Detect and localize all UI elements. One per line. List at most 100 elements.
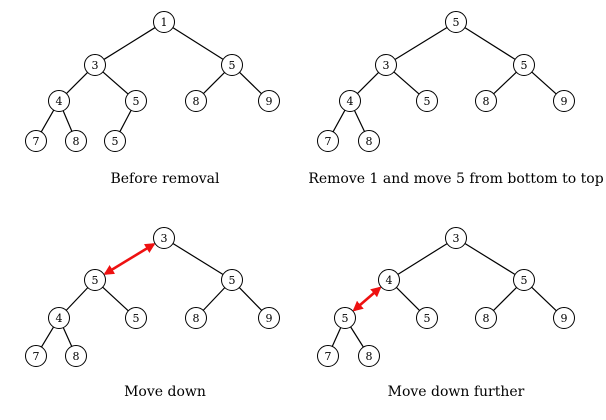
tree-edge bbox=[172, 243, 224, 275]
node-circle bbox=[258, 90, 280, 112]
heap-node: 7 bbox=[25, 345, 47, 367]
heap-node: 3 bbox=[153, 227, 175, 249]
node-value: 5 bbox=[133, 312, 140, 325]
node-circle bbox=[153, 11, 175, 33]
node-circle bbox=[375, 54, 397, 76]
node-circle bbox=[317, 345, 339, 367]
node-circle bbox=[553, 90, 575, 112]
heap-node: 3 bbox=[84, 54, 106, 76]
heap-node: 9 bbox=[258, 90, 280, 112]
heap-node: 5 bbox=[334, 307, 356, 329]
node-value: 4 bbox=[386, 274, 393, 287]
heap-node: 5 bbox=[513, 269, 535, 291]
node-value: 5 bbox=[229, 59, 236, 72]
heap-node: 5 bbox=[104, 130, 126, 152]
node-value: 9 bbox=[266, 95, 273, 108]
node-value: 4 bbox=[56, 312, 63, 325]
node-value: 7 bbox=[325, 135, 332, 148]
node-circle bbox=[416, 90, 438, 112]
heap-node: 5 bbox=[513, 54, 535, 76]
node-value: 5 bbox=[521, 59, 528, 72]
tree-edge bbox=[394, 26, 448, 61]
node-circle bbox=[221, 54, 243, 76]
tree-edge bbox=[332, 109, 346, 133]
heap-node: 5 bbox=[125, 307, 147, 329]
heap-node: 8 bbox=[475, 307, 497, 329]
tree-edge bbox=[119, 110, 132, 132]
heap-node: 8 bbox=[358, 345, 380, 367]
node-value: 5 bbox=[229, 274, 236, 287]
heap-node: 5 bbox=[221, 269, 243, 291]
node-circle bbox=[317, 130, 339, 152]
panel-caption: Remove 1 and move 5 from bottom to top bbox=[308, 171, 603, 187]
heap-node: 7 bbox=[25, 130, 47, 152]
node-circle bbox=[475, 307, 497, 329]
tree-edge bbox=[493, 71, 517, 95]
node-circle bbox=[185, 307, 207, 329]
node-value: 5 bbox=[424, 95, 431, 108]
tree-edge bbox=[66, 72, 88, 94]
node-value: 8 bbox=[193, 95, 200, 108]
node-circle bbox=[445, 11, 467, 33]
swap-arrow bbox=[103, 243, 156, 275]
heap-node: 8 bbox=[475, 90, 497, 112]
heap-node: 4 bbox=[378, 269, 400, 291]
node-circle bbox=[258, 307, 280, 329]
tree-edge bbox=[531, 286, 557, 312]
heap-node: 8 bbox=[65, 130, 87, 152]
node-circle bbox=[125, 307, 147, 329]
node-circle bbox=[48, 90, 70, 112]
heap-node: 7 bbox=[317, 130, 339, 152]
heap-node: 9 bbox=[258, 307, 280, 329]
heap-node: 4 bbox=[339, 90, 361, 112]
tree-edge bbox=[464, 243, 516, 275]
node-circle bbox=[25, 345, 47, 367]
node-value: 3 bbox=[161, 232, 168, 245]
node-value: 8 bbox=[366, 350, 373, 363]
swap-arrow bbox=[352, 286, 382, 312]
tree-edge bbox=[40, 326, 55, 348]
tree-edge bbox=[397, 243, 448, 275]
tree-edge bbox=[331, 327, 342, 347]
tree-edge bbox=[239, 71, 262, 95]
node-circle bbox=[553, 307, 575, 329]
panel-caption: Before removal bbox=[110, 171, 220, 187]
heap-node: 5 bbox=[84, 269, 106, 291]
node-circle bbox=[104, 130, 126, 152]
node-circle bbox=[445, 227, 467, 249]
heap-node: 3 bbox=[375, 54, 397, 76]
tree-edge bbox=[531, 71, 557, 95]
tree-edge bbox=[62, 327, 73, 347]
tree-edge bbox=[350, 326, 364, 348]
node-circle bbox=[185, 90, 207, 112]
heap-node: 5 bbox=[125, 90, 147, 112]
node-value: 7 bbox=[33, 135, 40, 148]
tree-edge bbox=[102, 286, 129, 312]
node-circle bbox=[48, 307, 70, 329]
node-circle bbox=[25, 130, 47, 152]
heap-node: 5 bbox=[221, 54, 243, 76]
node-circle bbox=[221, 269, 243, 291]
node-circle bbox=[416, 307, 438, 329]
node-value: 7 bbox=[33, 350, 40, 363]
node-circle bbox=[65, 130, 87, 152]
tree-edge bbox=[393, 71, 420, 95]
node-value: 7 bbox=[325, 350, 332, 363]
node-value: 5 bbox=[133, 95, 140, 108]
tree-edge bbox=[396, 287, 420, 311]
tree-edge bbox=[357, 72, 379, 94]
node-value: 9 bbox=[561, 312, 568, 325]
node-circle bbox=[153, 227, 175, 249]
tree-edge bbox=[493, 287, 517, 311]
tree-edge bbox=[203, 72, 225, 94]
node-circle bbox=[513, 54, 535, 76]
node-value: 9 bbox=[266, 312, 273, 325]
heap-node: 8 bbox=[358, 130, 380, 152]
heap-node: 5 bbox=[445, 11, 467, 33]
heap-node: 3 bbox=[445, 227, 467, 249]
heap-node: 4 bbox=[48, 307, 70, 329]
node-value: 5 bbox=[521, 274, 528, 287]
node-value: 4 bbox=[56, 95, 63, 108]
